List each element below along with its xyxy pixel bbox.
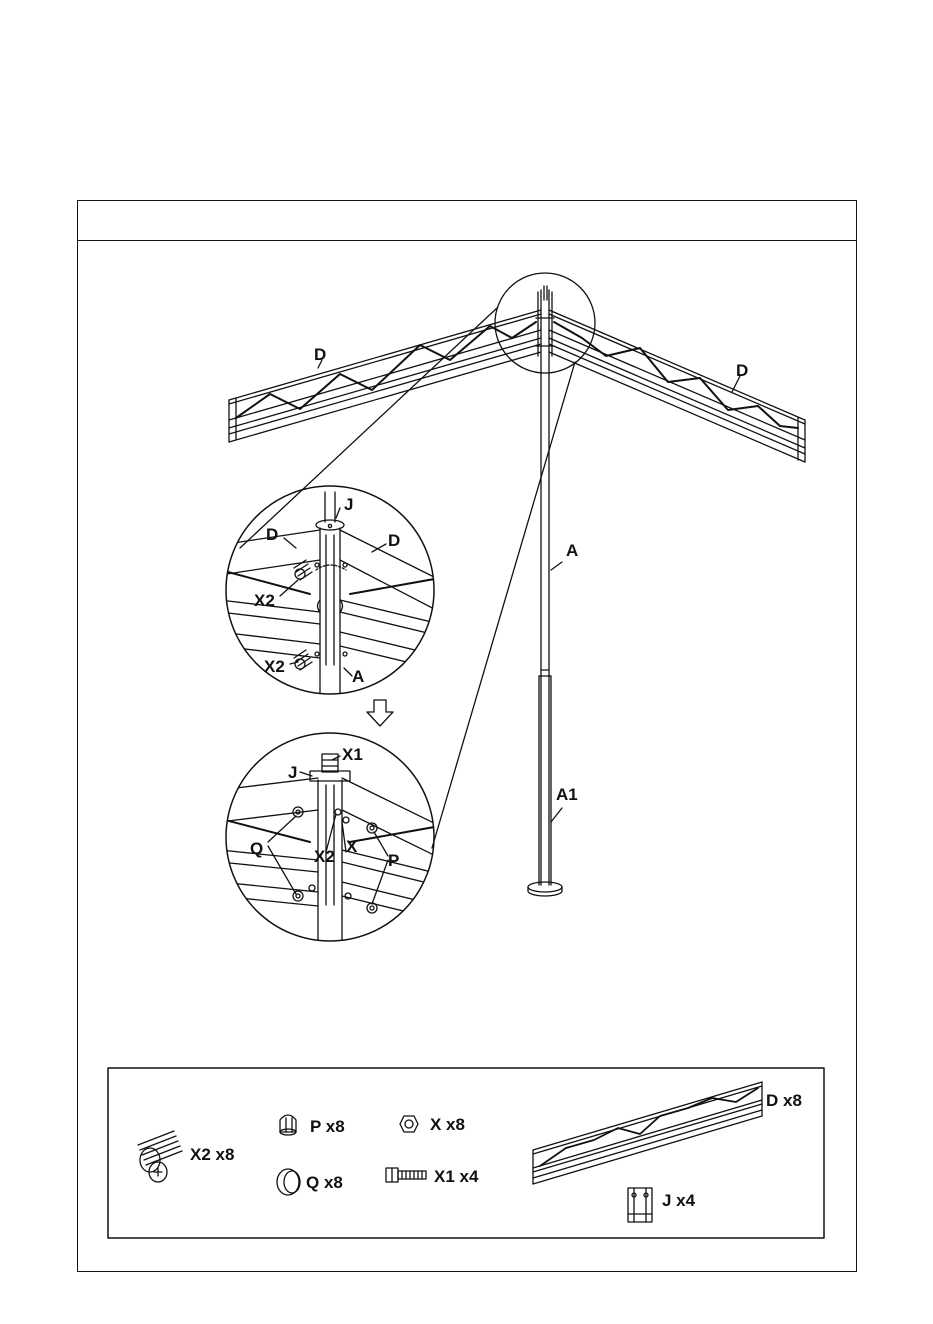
label-pole-upper: A [566, 541, 578, 560]
label-pole-detail: A [352, 667, 364, 686]
label-nut-x: X [346, 837, 358, 856]
hex-bolt-icon [386, 1168, 426, 1182]
label-bolt-x2-upper: X2 [254, 591, 275, 610]
right-truss-beam [549, 310, 805, 462]
part-label-x1: X1 x4 [434, 1167, 479, 1186]
label-bolt-x2-detail: X2 [314, 847, 335, 866]
projection-line [432, 362, 575, 848]
part-label-d: D x8 [766, 1091, 802, 1110]
cap-nut-icon [280, 1115, 296, 1135]
part-label-x2: X2 x8 [190, 1145, 234, 1164]
detail-top-content [220, 492, 440, 700]
label-bolt-x1: X1 [342, 745, 363, 764]
label-pole-lower: A1 [556, 785, 578, 804]
vertical-pole [528, 290, 562, 896]
label-beam-top-left: D [266, 525, 278, 544]
label-beam-right: D [736, 361, 748, 380]
label-cap-nut-p: P [388, 851, 399, 870]
label-bracket-bottom: J [288, 763, 297, 782]
down-arrow-icon [367, 700, 393, 726]
part-label-x: X x8 [430, 1115, 465, 1134]
left-truss-beam [229, 310, 541, 442]
hex-nut-icon [400, 1116, 418, 1132]
diagram-labels: D D A A1 J D D X2 X2 A X1 J Q X2 X P [250, 345, 748, 870]
label-bracket-top: J [344, 495, 353, 514]
part-label-p: P x8 [310, 1117, 345, 1136]
detail-circle-top [226, 486, 434, 694]
u-bracket-icon [628, 1188, 652, 1222]
label-beam-top-right: D [388, 531, 400, 550]
part-label-j: J x4 [662, 1191, 696, 1210]
washer-cap-icon [277, 1169, 300, 1195]
bolt-with-washer-icon [138, 1131, 182, 1182]
label-washer-q: Q [250, 839, 263, 858]
bolt-x2-lower [294, 650, 312, 670]
truss-beam-icon [533, 1082, 762, 1184]
part-label-q: Q x8 [306, 1173, 343, 1192]
top-bracket [536, 286, 554, 356]
label-bolt-x2-lower: X2 [264, 657, 285, 676]
label-beam-left: D [314, 345, 326, 364]
